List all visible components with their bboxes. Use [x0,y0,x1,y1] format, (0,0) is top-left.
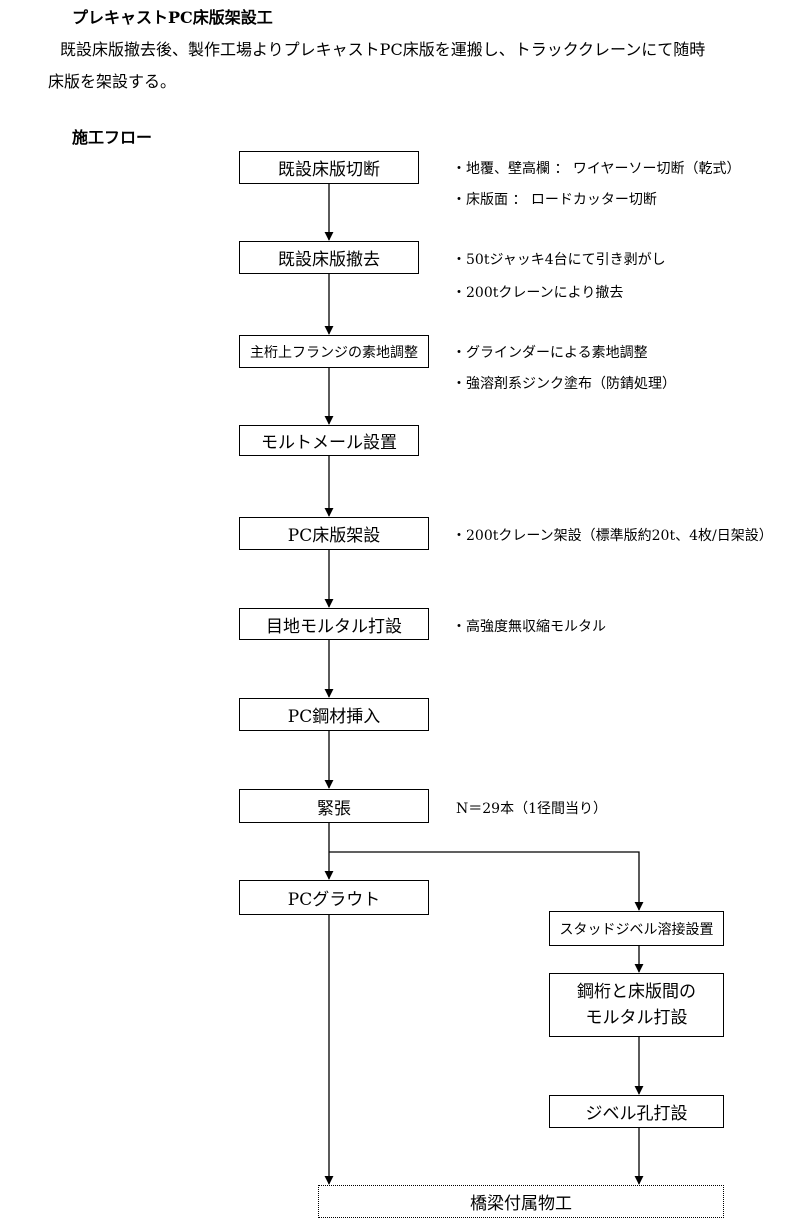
flow-heading: 施工フロー [72,128,153,147]
step-dowel-hole-casting: ジベル孔打設 [549,1095,724,1128]
intro-line-1: 既設床版撤去後、製作工場よりプレキャストPC床版を運搬し、トラッククレーンにて随… [60,40,706,59]
section-title: プレキャストPC床版架設工 [72,8,273,27]
step-pc-steel-insertion: PC鋼材挿入 [239,698,429,731]
step-pc-grout: PCグラウト [239,880,429,915]
intro-line-2: 床版を架設する。 [48,72,177,91]
step-pc-slab-erection: PC床版架設 [239,517,429,550]
note-prep-grinder: ・グラインダーによる素地調整 [452,345,648,361]
note-cut-parapet: ・地覆、壁高欄 ： ワイヤーソー切断（乾式） [452,161,741,177]
step-girder-slab-mortar: 鋼桁と床版間の モルタル打設 [549,973,724,1037]
note-remove-crane: ・200tクレーンにより撤去 [452,285,624,301]
note-tension-count: N＝29本（1径間当り） [456,801,607,817]
step-tensioning: 緊張 [239,789,429,823]
step-slab-removal: 既設床版撤去 [239,241,419,274]
intro-paragraph: 既設床版撤去後、製作工場よりプレキャストPC床版を運搬し、トラッククレーンにて随… [48,34,788,98]
branch-line [329,851,644,911]
step-slab-cutting: 既設床版切断 [239,151,419,184]
step-joint-mortar: 目地モルタル打設 [239,608,429,640]
step-flange-preparation: 主桁上フランジの素地調整 [239,335,429,368]
note-cut-deck: ・床版面 ： ロードカッター切断 [452,192,657,208]
step-girder-slab-mortar-line-2: モルタル打設 [585,1008,688,1028]
note-erect-crane: ・200tクレーン架設（標準版約20t、4枚/日架設） [452,528,773,544]
step-girder-slab-mortar-line-1: 鋼桁と床版間の [577,982,696,1002]
step-moltomail-install: モルトメール設置 [239,425,419,456]
step-bridge-accessories: 橋梁付属物工 [318,1185,724,1218]
note-mortar-type: ・高強度無収縮モルタル [452,619,606,635]
step-stud-welding: スタッドジベル溶接設置 [549,911,724,946]
note-prep-zinc: ・強溶剤系ジンク塗布（防錆処理） [452,376,676,392]
note-remove-jack: ・50tジャッキ4台にて引き剥がし [452,252,666,268]
